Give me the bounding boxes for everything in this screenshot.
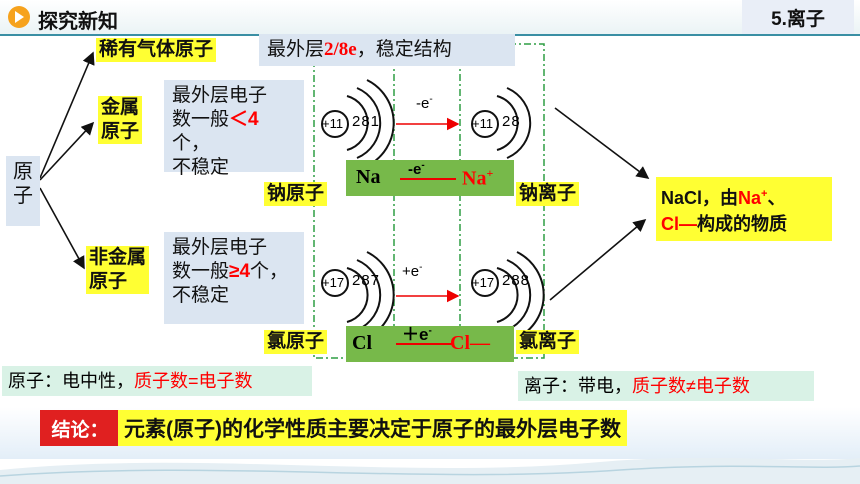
nonmetal-desc: 最外层电子 数一般≥4个， 不稳定 xyxy=(164,232,304,324)
nonmetal-desc-line1: 最外层电子 xyxy=(172,237,268,258)
na-ion-text: Na xyxy=(462,167,487,190)
na-arrow-label: -e- xyxy=(416,94,433,112)
na-eq-sup: - xyxy=(421,160,425,171)
nacl-cl-dash: — xyxy=(679,214,697,234)
root-atom-box: 原 子 xyxy=(6,156,40,226)
arrow-to-metal xyxy=(39,121,95,181)
na-ion-nucleus: +11 xyxy=(472,116,494,131)
noble-desc-post: ，稳定结构 xyxy=(356,39,452,60)
na-eq-text: -e xyxy=(408,161,422,178)
metal-desc-post: 个， xyxy=(172,133,211,154)
cl-eq-text: ＋e xyxy=(402,325,429,344)
cl-ion-label: 氯离子 xyxy=(516,330,580,354)
ion-note: 离子：带电，质子数≠电子数 xyxy=(518,371,814,401)
nonmetal-atom-label: 非金属 原子 xyxy=(86,246,150,294)
na-ion-symbol: Na+ xyxy=(462,166,493,191)
metal-desc: 最外层电子 数一般＜4 个， 不稳定 xyxy=(164,80,304,178)
atom-note-pre: 原子：电中性， xyxy=(8,371,134,391)
nacl-pre: NaCl，由 xyxy=(661,188,739,208)
arrow-na-to-nacl xyxy=(554,107,650,179)
section-label: 5.离子 xyxy=(742,0,854,34)
cl-ion-symbol: Cl— xyxy=(450,332,490,354)
nonmetal-desc-pre: 数一般 xyxy=(172,261,230,282)
cl-arrow-sup: - xyxy=(419,262,423,273)
cl-atom-nucleus: +17 xyxy=(322,275,345,290)
nacl-post: 构成的物质 xyxy=(697,214,787,234)
cl-symbol: Cl xyxy=(352,332,372,354)
na-eq-arrow-line xyxy=(400,178,456,180)
outer-frame xyxy=(313,43,545,359)
cl-arrow-label: +e- xyxy=(402,262,422,280)
header-bar xyxy=(0,0,860,35)
metal-label-line2: 原子 xyxy=(101,121,140,142)
na-equation-arrow-label: -e- xyxy=(408,160,425,178)
cl-eq-sup: - xyxy=(428,325,432,337)
bottom-wave-decoration xyxy=(0,457,860,484)
metal-desc-line1: 最外层电子 xyxy=(172,85,268,106)
cl-atom-label: 氯原子 xyxy=(264,330,328,354)
cl-ion-nucleus: +17 xyxy=(472,275,495,290)
na-arrow-sup: - xyxy=(429,94,433,105)
nacl-na-ion: Na+ xyxy=(738,188,767,208)
nacl-box: NaCl，由Na+、 Cl—构成的物质 xyxy=(656,177,832,241)
atom-note-red: 质子数=电子数 xyxy=(134,371,253,391)
nacl-cl-text: Cl xyxy=(661,214,679,234)
na-atom-nucleus: +11 xyxy=(322,116,344,131)
na-ion-shells: 28 xyxy=(502,113,521,130)
noble-desc-red: 2/8e xyxy=(324,39,357,60)
atom-note: 原子：电中性，质子数=电子数 xyxy=(2,366,312,396)
cl-equation-arrow-label: ＋e- xyxy=(402,320,432,345)
noble-gas-label: 稀有气体原子 xyxy=(96,38,217,62)
nonmetal-desc-red: ≥4 xyxy=(229,261,251,282)
metal-atom-label: 金属 原子 xyxy=(98,96,143,144)
metal-label-line1: 金属 xyxy=(101,97,140,118)
conclusion-tag: 结论： xyxy=(40,410,120,446)
root-char-1: 原 xyxy=(13,161,33,183)
metal-desc-line3: 不稳定 xyxy=(172,157,230,178)
na-ion-sup: + xyxy=(486,166,494,180)
nacl-na-text: Na xyxy=(738,188,762,208)
cl-atom-shells: 287 xyxy=(352,272,381,289)
na-symbol: Na xyxy=(356,166,381,188)
nacl-sep: 、 xyxy=(767,188,786,208)
root-char-2: 子 xyxy=(13,185,33,207)
na-atom-shells: 281 xyxy=(352,113,381,130)
arrow-to-nonmetal xyxy=(39,187,85,270)
noble-desc-pre: 最外层 xyxy=(267,39,325,60)
page-title: 探究新知 xyxy=(38,11,118,33)
conclusion-text: 元素(原子)的化学性质主要决定于原子的最外层电子数 xyxy=(118,410,627,446)
nonmetal-label-line1: 非金属 xyxy=(89,247,147,268)
cl-arrow-text: +e xyxy=(402,263,420,280)
cl-ion-shells: 288 xyxy=(502,272,531,289)
arrow-to-noble xyxy=(39,51,95,179)
nacl-cl-ion: Cl— xyxy=(661,214,697,234)
nonmetal-label-line2: 原子 xyxy=(89,271,128,292)
ion-note-pre: 离子：带电， xyxy=(524,376,632,396)
nonmetal-desc-line3: 不稳定 xyxy=(172,285,230,306)
metal-desc-red: ＜4 xyxy=(229,109,259,130)
play-icon xyxy=(8,6,30,28)
na-atom-label: 钠原子 xyxy=(264,182,328,206)
na-ion-label: 钠离子 xyxy=(516,182,580,206)
ion-note-red: 质子数≠电子数 xyxy=(632,376,750,396)
na-arrow-text: -e xyxy=(416,95,430,112)
nonmetal-desc-post: 个， xyxy=(250,261,289,282)
cl-eq-arrow-line xyxy=(396,343,452,345)
metal-desc-pre: 数一般 xyxy=(172,109,230,130)
nacl-na-sup: + xyxy=(761,188,768,200)
arrow-cl-to-nacl xyxy=(549,218,647,301)
noble-gas-desc: 最外层2/8e，稳定结构 xyxy=(259,34,515,66)
